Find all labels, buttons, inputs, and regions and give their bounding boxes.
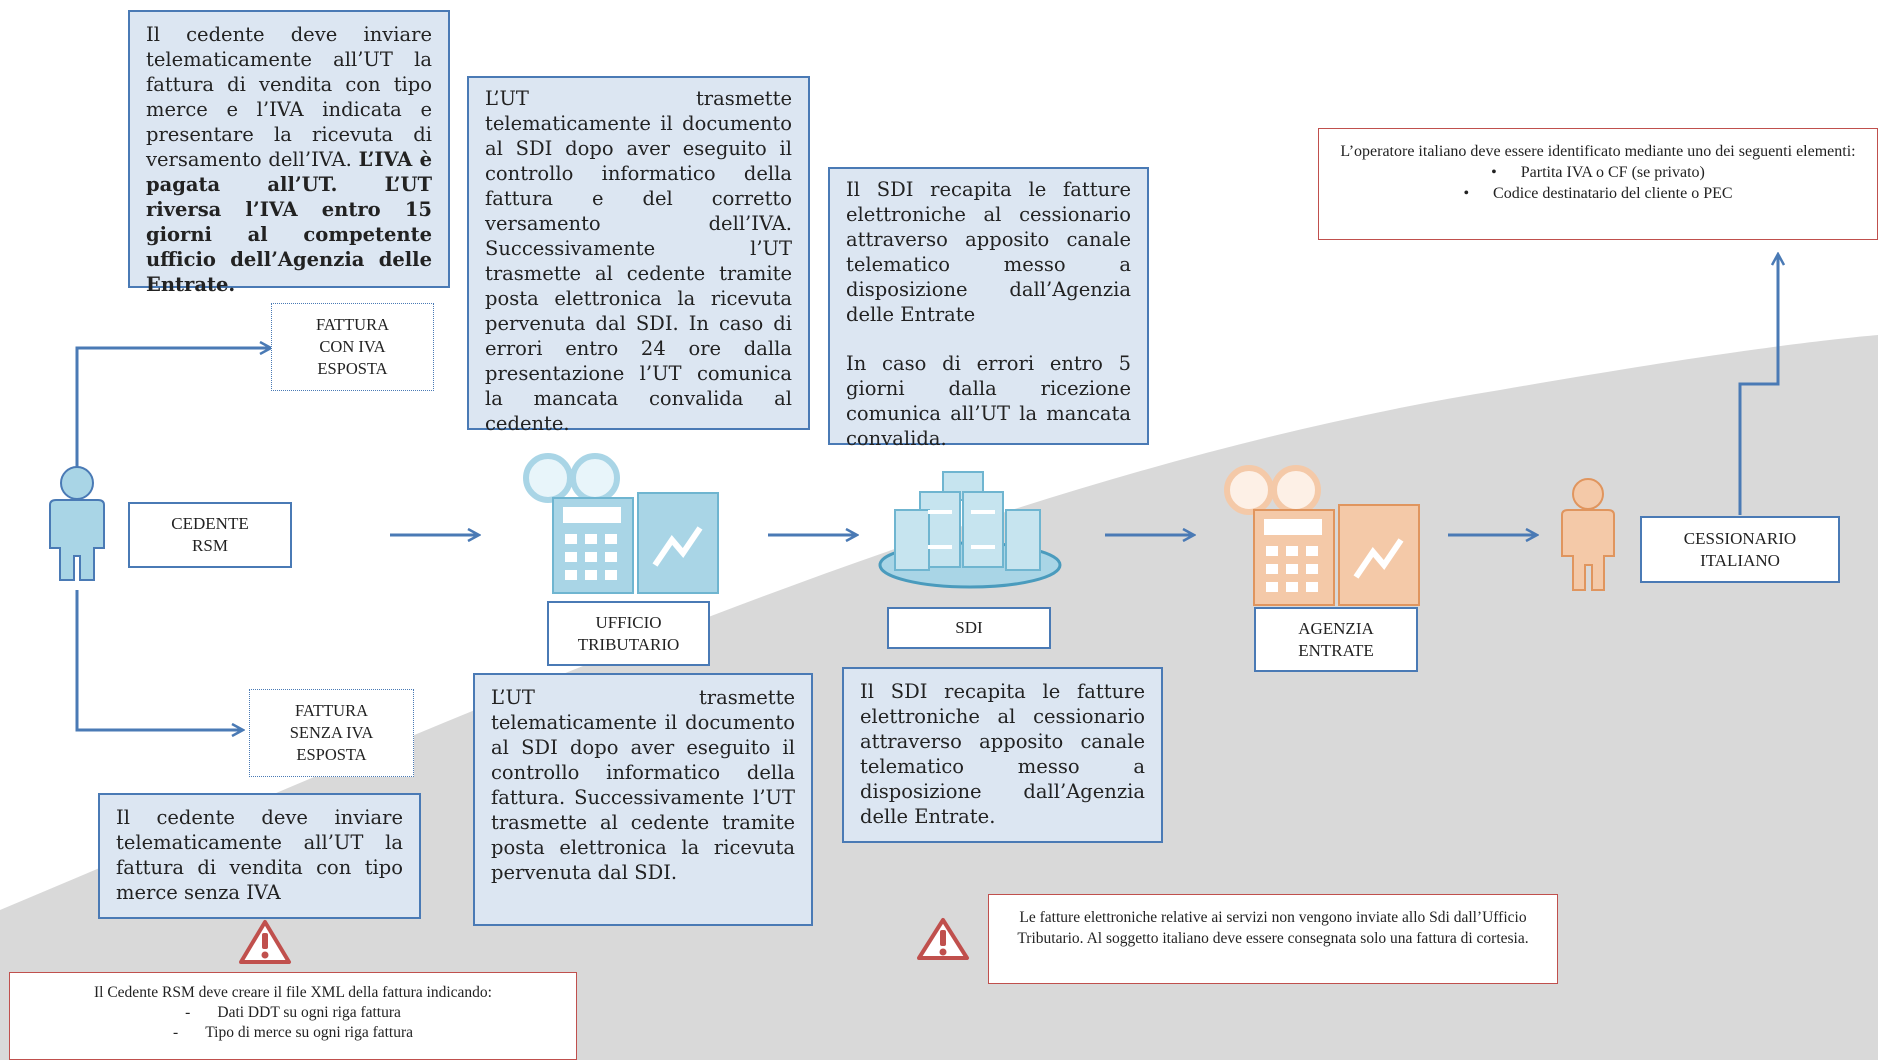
note-operator-bullet-2: • Codice destinatario del cliente o PEC [1463, 185, 1733, 202]
tag-invoice-with-vat-line-2: CON IVA [319, 337, 386, 356]
node-ut-line-2: TRIBUTARIO [577, 634, 680, 654]
branch-up-connector [75, 348, 270, 470]
node-cedente-line-1: CEDENTE [171, 514, 249, 533]
server-icon-sdi [878, 471, 1062, 589]
note-operator-identification: L’operatore italiano deve essere identif… [1318, 128, 1878, 240]
arrow-cessionario-to-operator-note [1738, 255, 1778, 515]
node-sdi-label: SDI [955, 618, 983, 637]
note-operator-bullet-1: • Partita IVA o CF (se privato) [1491, 164, 1705, 181]
note-cedente-with-vat: Il cedente deve inviare telematicamente … [128, 10, 450, 296]
note-sdi-with-vat: Il SDI recapita le fatture elettroniche … [828, 167, 1149, 450]
note-operator-title: L’operatore italiano deve essere identif… [1340, 143, 1856, 160]
note-ut-with-vat: L’UT trasmette telematicamente il docume… [467, 76, 810, 435]
tag-invoice-without-vat-line-2: SENZA IVA [289, 723, 374, 742]
warning-xml-requirements: Il Cedente RSM deve creare il file XML d… [9, 972, 577, 1060]
accounting-icon-agenzia [1224, 465, 1420, 606]
note-ut-with-vat-text: L’UT trasmette telematicamente il docume… [485, 87, 792, 435]
node-agenzia-line-2: ENTRATE [1298, 640, 1374, 660]
tag-invoice-with-vat-line-3: ESPOSTA [317, 359, 388, 378]
cessionario-person-icon [1561, 478, 1615, 591]
note-cedente-with-vat-bold: L’IVA è pagata all’UT. L’UT riversa l’IV… [146, 148, 432, 296]
note-ut-without-vat-text: L’UT trasmette telematicamente il docume… [491, 686, 795, 884]
note-cedente-with-vat-text: Il cedente deve inviare telematicamente … [146, 23, 432, 171]
note-sdi-with-vat-p2: In caso di errori entro 5 giorni dalla r… [846, 352, 1131, 450]
warning-icon-services-mark [939, 930, 947, 956]
node-ufficio-tributario: UFFICIO TRIBUTARIO [547, 601, 710, 666]
accounting-icon-ut [523, 453, 719, 594]
note-sdi-without-vat: Il SDI recapita le fatture elettroniche … [842, 667, 1163, 843]
note-cedente-without-vat: Il cedente deve inviare telematicamente … [98, 793, 421, 919]
tag-invoice-without-vat: FATTURA SENZA IVA ESPOSTA [249, 689, 414, 777]
warning-xml-item-1: - Dati DDT su ogni riga fattura [185, 1004, 401, 1021]
cedente-person-icon [49, 466, 105, 581]
note-ut-without-vat: L’UT trasmette telematicamente il docume… [473, 673, 813, 926]
warning-xml-item-2: - Tipo di merce su ogni riga fattura [172, 1024, 414, 1041]
node-ut-line-1: UFFICIO [595, 612, 662, 632]
warning-services-invoices: Le fatture elettroniche relative ai serv… [988, 894, 1558, 984]
node-cessionario-line-2: ITALIANO [1700, 550, 1780, 570]
warning-icon-xml-mark [261, 933, 269, 959]
node-agenzia-line-1: AGENZIA [1298, 618, 1374, 638]
node-agenzia-entrate: AGENZIA ENTRATE [1254, 607, 1418, 672]
node-cedente-line-2: RSM [192, 536, 228, 555]
branch-down-connector [75, 590, 242, 730]
warning-xml-title: Il Cedente RSM deve creare il file XML d… [94, 984, 492, 1001]
note-cedente-without-vat-text: Il cedente deve inviare telematicamente … [116, 806, 403, 904]
node-sdi: SDI [887, 607, 1051, 649]
tag-invoice-without-vat-line-3: ESPOSTA [296, 745, 367, 764]
node-cessionario-italiano: CESSIONARIO ITALIANO [1640, 516, 1840, 583]
note-sdi-with-vat-p1: Il SDI recapita le fatture elettroniche … [846, 178, 1131, 326]
note-sdi-without-vat-text: Il SDI recapita le fatture elettroniche … [860, 680, 1145, 828]
tag-invoice-without-vat-line-1: FATTURA [294, 701, 369, 720]
node-cedente-rsm: CEDENTE RSM [128, 502, 292, 568]
tag-invoice-with-vat-line-1: FATTURA [315, 315, 390, 334]
warning-services-text: Le fatture elettroniche relative ai serv… [1017, 909, 1529, 947]
node-cessionario-line-1: CESSIONARIO [1683, 528, 1797, 548]
tag-invoice-with-vat: FATTURA CON IVA ESPOSTA [271, 303, 434, 391]
